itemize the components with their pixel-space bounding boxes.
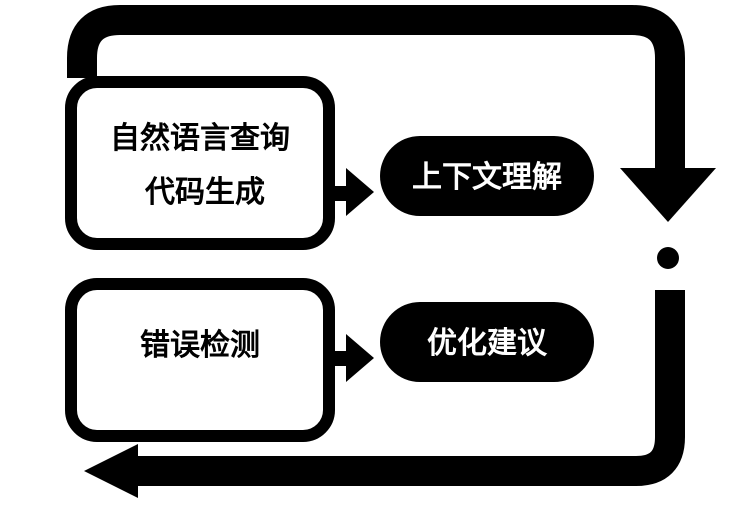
pill-context-understanding-label: 上下文理解 bbox=[412, 160, 562, 195]
pill-optimization-suggestions-label: 优化建议 bbox=[427, 326, 548, 361]
loop-dot bbox=[657, 247, 679, 269]
arrow-to-context-pill bbox=[330, 168, 374, 216]
loop-left-arrowhead bbox=[84, 444, 138, 498]
box-error-detection-label: 错误检测 bbox=[140, 328, 260, 363]
loop-down-arrowhead bbox=[620, 168, 716, 222]
pill-optimization-suggestions bbox=[380, 302, 594, 382]
loop-bottom-track bbox=[130, 290, 685, 486]
pill-context-understanding bbox=[380, 136, 594, 216]
loop-top-track bbox=[67, 5, 685, 178]
box-codegen-line-2: 代码生成 bbox=[144, 175, 265, 210]
arrow-to-optimize-pill bbox=[330, 334, 374, 382]
box-nl-query-line-1: 自然语言查询 bbox=[110, 121, 290, 156]
box-error-detection bbox=[65, 278, 335, 442]
box-nl-query-codegen bbox=[65, 76, 335, 250]
